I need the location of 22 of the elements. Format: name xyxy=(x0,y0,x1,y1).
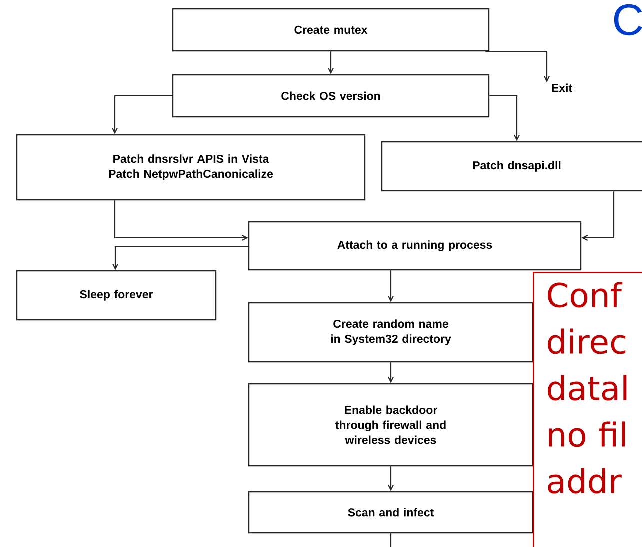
title: C xyxy=(614,4,642,36)
process-box: Enable backdoor through firewall and wireless devices xyxy=(248,383,534,467)
arrow xyxy=(114,200,248,241)
process-box: Create random name in System32 directory xyxy=(248,302,534,363)
process-box: Patch dnsrslvr APIS in Vista Patch NetpwPathCanonicalize xyxy=(16,134,366,201)
process-box: Attach to a running process xyxy=(248,221,582,271)
arrow xyxy=(328,52,334,74)
process-box: Scan and infect xyxy=(248,491,534,534)
arrow xyxy=(388,270,394,302)
arrow xyxy=(582,192,615,241)
note-box: Conf direc datal no fil addr xyxy=(533,272,642,547)
arrow xyxy=(486,51,550,83)
process-box: Sleep forever xyxy=(16,270,217,321)
arrow xyxy=(112,95,172,134)
process-box: Create mutex xyxy=(172,8,490,52)
arrow xyxy=(490,95,520,142)
exit-label: Exit xyxy=(552,84,572,92)
arrow xyxy=(388,466,394,492)
process-box: Check OS version xyxy=(172,74,490,118)
arrow xyxy=(388,362,394,384)
process-box: Patch dnsapi.dll xyxy=(381,141,642,192)
arrow xyxy=(112,246,248,270)
